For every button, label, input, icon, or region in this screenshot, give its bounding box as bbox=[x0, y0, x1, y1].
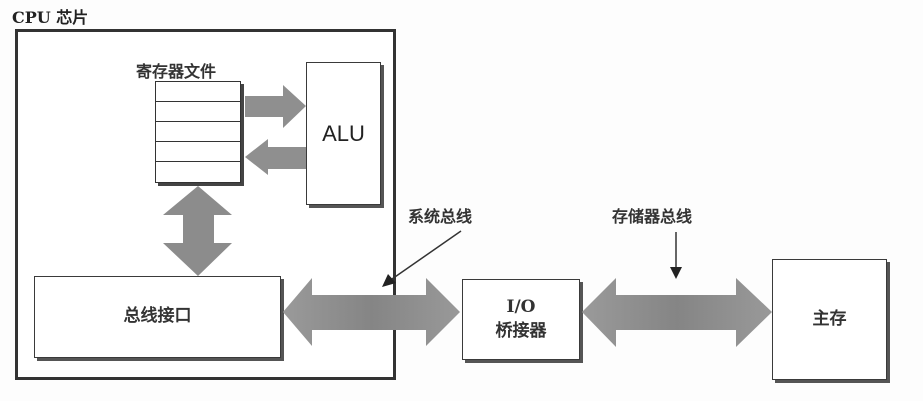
reg-bus-interface-arrow bbox=[163, 186, 232, 276]
io-bridge-label-line1: I/O bbox=[506, 296, 536, 317]
main-memory-label: 主存 bbox=[812, 308, 847, 329]
cpu-chip-title: CPU 芯片 bbox=[12, 8, 89, 27]
memory-bus-arrow bbox=[582, 278, 772, 347]
memory-bus-label: 存储器总线 bbox=[612, 207, 693, 226]
memory-bus-pointer-head bbox=[670, 267, 682, 279]
system-bus-label: 系统总线 bbox=[408, 207, 473, 226]
alu-to-reg-arrow bbox=[245, 139, 306, 175]
register-row bbox=[156, 142, 240, 162]
system-bus-pointer-line bbox=[391, 230, 462, 280]
alu-box: ALU bbox=[306, 62, 381, 205]
register-row bbox=[156, 122, 240, 142]
bus-interface-label: 总线接口 bbox=[123, 306, 192, 327]
alu-label: ALU bbox=[322, 120, 365, 146]
register-file bbox=[155, 81, 241, 183]
register-row bbox=[156, 102, 240, 122]
register-row bbox=[156, 82, 240, 102]
io-bridge-box: I/O 桥接器 bbox=[462, 279, 580, 360]
bus-interface-box: 总线接口 bbox=[34, 276, 281, 358]
system-bus-pointer-head bbox=[382, 274, 396, 287]
system-bus-arrow bbox=[283, 278, 460, 346]
reg-to-alu-arrow bbox=[245, 85, 306, 128]
register-file-label: 寄存器文件 bbox=[136, 62, 217, 81]
main-memory-box: 主存 bbox=[772, 259, 887, 380]
io-bridge-label-line2: 桥接器 bbox=[495, 320, 547, 341]
